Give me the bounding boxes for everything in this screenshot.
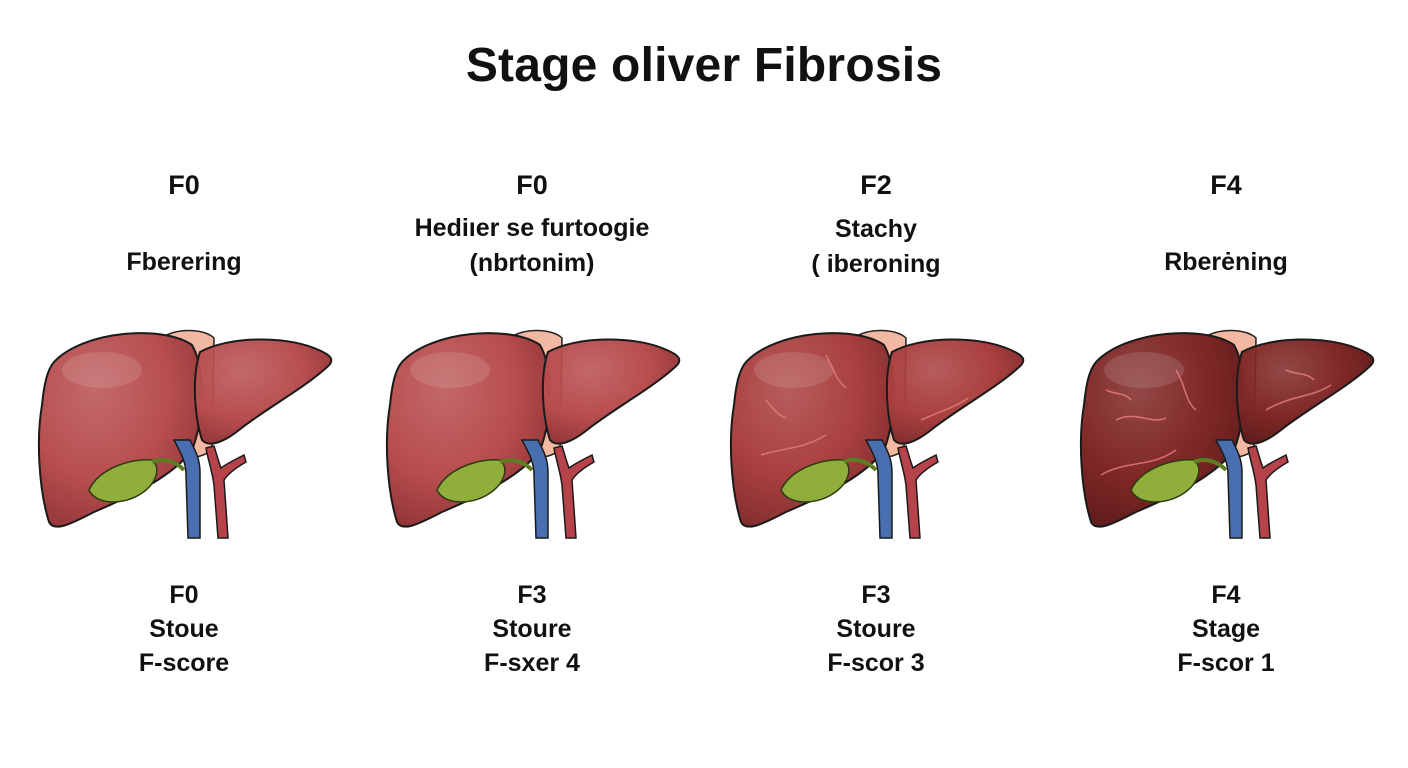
stage-description: Rberėning [1056, 245, 1396, 280]
liver-highlight [754, 352, 834, 388]
fibrosis-scar-line [760, 434, 827, 456]
hepatic-artery [205, 445, 247, 539]
fibrosis-scar-line [920, 397, 969, 421]
fibrosis-scar-line [1175, 369, 1197, 411]
stage-description-line: Stachy [835, 215, 917, 243]
stage-panel-4: F4 Rberėning F4 Stage F-scor 1 [1056, 0, 1396, 768]
liver-left-lobe [1235, 338, 1375, 445]
fibrosis-scar-line [825, 354, 847, 389]
fibrosis-scar-line [1285, 369, 1315, 381]
liver-illustration [37, 329, 333, 539]
score-code: F3 [861, 581, 891, 609]
hepatic-artery [897, 445, 939, 539]
gallbladder [780, 459, 850, 503]
portal-vein [520, 439, 549, 539]
liver-left-lobe [193, 338, 333, 445]
fibrosis-scar-line [1105, 389, 1132, 401]
liver-highlight [62, 352, 142, 388]
stage-description-line: ( iberoning [811, 250, 941, 278]
page-title: Stage oliver Fibrosis [465, 39, 943, 92]
stage-description-line: (nbrtonim) [469, 249, 595, 277]
fibrosis-scar-line [1115, 415, 1167, 421]
stage-description: Stachy ( iberoning [706, 212, 1046, 282]
stage-description-line: Fberering [126, 248, 242, 276]
score-value: F-sxer 4 [484, 649, 580, 677]
stage-code: F0 [516, 170, 548, 200]
score-code: F0 [169, 581, 199, 609]
score-value: F-scor 3 [827, 649, 925, 677]
stage-description-line: Hediıer se furtoogie [414, 214, 650, 242]
score-label: Stage [1191, 615, 1261, 643]
stage-code: F4 [1210, 170, 1242, 200]
stage-description: Fberering [14, 245, 354, 280]
score-label: Stoue [149, 615, 219, 643]
stage-score-block: F3 Stoure F-scor 3 [706, 578, 1046, 680]
stage-score-block: F0 Stoue F-score [14, 578, 354, 680]
liver-left-lobe [541, 338, 681, 445]
stage-code: F0 [168, 170, 200, 200]
score-label: Stoure [836, 615, 916, 643]
hepatic-artery [1247, 445, 1289, 539]
stage-code: F2 [860, 170, 892, 200]
gallbladder [1130, 459, 1200, 503]
cystic-duct [1193, 458, 1228, 472]
stage-description-line: Rberėning [1164, 248, 1288, 276]
liver-illustration [385, 329, 681, 539]
score-label: Stoure [492, 615, 572, 643]
score-code: F4 [1211, 581, 1241, 609]
liver-highlight [410, 352, 490, 388]
score-value: F-scor 1 [1177, 649, 1275, 677]
fibrosis-scar-line [1265, 384, 1332, 411]
liver-highlight [1104, 352, 1184, 388]
score-value: F-score [138, 649, 230, 677]
liver-illustration [729, 329, 1025, 539]
stage-panel-1: F0 Fberering F0 Stoue F-score [14, 0, 354, 768]
fibrosis-scar-line [1100, 449, 1177, 476]
stage-panel-3: F2 Stachy ( iberoning F3 Stoure F-scor 3 [706, 0, 1046, 768]
stage-panel-2: F0 Hediıer se furtoogie (nbrtonim) F3 St… [362, 0, 702, 768]
stage-description: Hediıer se furtoogie (nbrtonim) [362, 211, 702, 281]
hepatic-artery [553, 445, 595, 539]
gallbladder [88, 459, 158, 503]
score-code: F3 [517, 581, 547, 609]
portal-vein [1214, 439, 1243, 539]
liver-left-lobe [885, 338, 1025, 445]
portal-vein [864, 439, 893, 539]
cystic-duct [499, 458, 534, 472]
fibrosis-scar-line [765, 399, 787, 419]
gallbladder [436, 459, 506, 503]
cystic-duct [843, 458, 878, 472]
stage-score-block: F4 Stage F-scor 1 [1056, 578, 1396, 680]
stage-score-block: F3 Stoure F-sxer 4 [362, 578, 702, 680]
cystic-duct [151, 458, 186, 472]
portal-vein [172, 439, 201, 539]
liver-illustration [1079, 329, 1375, 539]
